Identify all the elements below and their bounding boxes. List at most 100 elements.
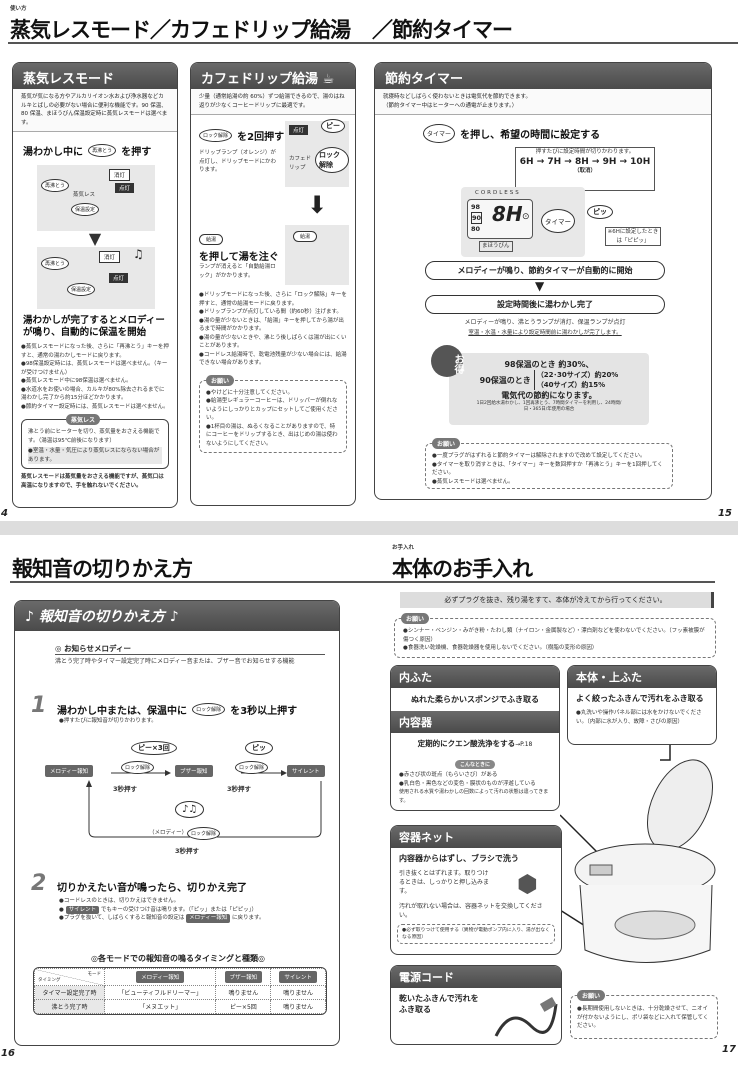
beep-bubble: ピー	[321, 119, 345, 133]
page-ref-link[interactable]: →P.18	[515, 741, 533, 748]
inner-container-text: 定期的にクエン酸洗浄をする→P.18	[417, 739, 533, 748]
table-header-row: モードタイミング メロディー報知ブザー報知サイレント	[34, 968, 326, 986]
lamp-label: 蒸気レス	[73, 192, 96, 198]
reboil-key: 再沸とう	[41, 257, 70, 270]
arrow-down-icon: ⬇	[307, 191, 328, 219]
page-title: 報知音の切りかえ方	[12, 557, 193, 581]
net-desc: 引き抜くとはずれます。取りつけるときは、しっかりと押し込みます。	[399, 870, 490, 895]
cycle-sequence: 6H → 7H → 8H → 9H → 10H	[519, 156, 651, 167]
panel-header: 容器ネット	[391, 826, 561, 848]
onegai-note: シンナー・ベンジン・みがき粉・たわし類（ナイロン・金属製など）・漂白剤などを使わ…	[403, 628, 705, 643]
beep1-bubble: ピッ	[245, 741, 273, 755]
net-text: 内容器からはずし、ブラシで洗う	[399, 854, 519, 863]
onegai-box: お願い ●一度プラグがはずれると節約タイマーは解除されますので改めて設定してくだ…	[425, 438, 673, 489]
title-rule	[370, 581, 715, 583]
timer-key-icon: タイマー	[423, 124, 456, 143]
coffee-cup-icon: ☕	[322, 72, 335, 87]
press-3s-label: 3秒押す	[227, 785, 252, 793]
drip-step1: ロック解除 を2回押す ドリップランプ（オレンジ）が点灯し、ドリップモードにかわ…	[191, 115, 355, 285]
net-note: 必ず取りつけて使用する（異物が電動ポンプ内に入り、湯が出なくなる原因）	[402, 928, 550, 940]
page-title: 本体のお手入れ	[392, 557, 533, 581]
savings-text: 電気代の節約になります。	[501, 391, 597, 400]
onegai-note: 給湯型レギュラーコーヒーは、ドリッパーが倒れないようにしっかりとカップにセットし…	[206, 398, 338, 421]
footnote: ※6Hに設定したときは「ピピッ」	[605, 227, 661, 246]
panel-header: カフェドリップ給湯 ☕	[191, 63, 355, 89]
panel-header: ♪ 報知音の切りかえ方 ♪	[15, 601, 339, 631]
savings-box: 98保温のとき 約30%、 90保温のとき （22･30サイズ）約20%（40サ…	[449, 353, 649, 425]
cord-text: 乾いたふきんで汚れをふき取る	[399, 994, 479, 1014]
reboil-key: 再沸とう	[41, 179, 70, 192]
lamp-on-label: 点灯	[109, 273, 129, 283]
silent-tag: サイレント	[65, 905, 100, 914]
lamp-off-label: 消灯	[99, 251, 121, 263]
cordless-label: CORDLESS	[475, 190, 521, 196]
clock-icon: ⊙	[522, 212, 530, 222]
keep-warm-key: 保温設定	[71, 203, 100, 216]
info-box-title: 蒸気レス	[66, 414, 101, 425]
beep-bubble: ピッ	[587, 205, 613, 219]
panel-lead: 蒸気が気になる方やアルカリイオン水および浄水器などカルキとばしの必要がない場合に…	[13, 89, 177, 132]
mahoubin-label: まほうびん	[479, 241, 513, 252]
flow-step-2: 設定時間後に湯わかし完了	[425, 295, 665, 314]
mode-melody: メロディー報知	[45, 765, 94, 777]
steamless-info-box: 蒸気レス 沸とう前にヒーターを切り、蒸気量をおさえる機能です。（湯温は95℃前後…	[21, 414, 169, 469]
panel-header: 内ふた	[391, 666, 559, 688]
inner-lid-panel: 内ふた ぬれた柔らかいスポンジでふき取る 内容器 定期的にクエン酸洗浄をする→P…	[390, 665, 560, 811]
arrow-down-icon: ▼	[88, 229, 102, 248]
mode-buzzer: ブザー報知	[175, 765, 213, 777]
melody-label: （メロディー）	[149, 830, 188, 836]
notification-sound-panel: ♪ 報知音の切りかえ方 ♪ ◎ お知らせメロディー 沸とう完了時やタイマー設定完…	[14, 600, 340, 1046]
flow-desc: メロディーが鳴り、沸とうランプが消灯、保温ランプが点灯	[464, 319, 626, 326]
arrow-head	[86, 780, 92, 787]
body-lid-text: よく絞ったふきんで汚れをふき取る	[576, 694, 704, 703]
note: ●蒸気レスモードになった後、さらに「再沸とう」キーを押すと、通常の湯わかしモード…	[21, 344, 169, 359]
step2-notes: ●コードレスのときは、切りかえはできません。 ● サイレント でもキーの受けつけ…	[59, 898, 265, 923]
page-title: 蒸気レスモード／カフェドリップ給湯	[10, 18, 351, 42]
panel-header: 本体・上ふた	[568, 666, 716, 688]
lock-release-key: ロック解除	[235, 761, 269, 774]
step-text: を押し、希望の時間に設定する	[460, 130, 601, 141]
lock-release-key: ロック解除	[187, 827, 221, 840]
note: ●コードレス給湯時で、乾電池残量が少ない場合には、給湯できない場合があります。	[199, 351, 347, 367]
lock-release-key-icon: ロック解除	[192, 703, 226, 716]
press-3s-label: 3秒押す	[113, 785, 138, 793]
step-note: 押すたびに報知音が切りかわります。	[63, 718, 157, 724]
timer-display-value: 8H	[492, 202, 523, 226]
steamless-panel: 蒸気レスモード 蒸気が気になる方やアルカリイオン水および浄水器などカルキとばしの…	[12, 62, 178, 508]
reboil-key-icon: 再沸とう	[88, 144, 117, 157]
note: ●湯の量が少ないときや、沸とう後しばらくは湯が出にくいことがあります。	[199, 334, 347, 350]
lock-release-key-icon: ロック解除	[199, 129, 233, 142]
onegai-label: お願い	[432, 438, 461, 449]
note: ●98保温設定時には、蒸気レスモードは選べません。（キーが受けつけません）	[21, 361, 168, 376]
savings-90: 90保温のとき （22･30サイズ）約20%（40サイズ）約15%	[479, 370, 619, 390]
pot-illustration	[560, 745, 716, 963]
lamp-off-label: 消灯	[109, 169, 131, 181]
page-number: 17	[722, 1044, 736, 1055]
page-number: 16	[1, 1048, 15, 1059]
result-text: 湯わかしが完了するとメロディーが鳴り、自動的に保温を開始	[23, 315, 165, 338]
panel-lead: 少量（通常給湯の約 60%）ずつ給湯できるので、湯のはね返りが少なくコーヒードリ…	[191, 89, 355, 115]
onegai-note: 蒸気レスモードは選べません。	[436, 478, 514, 485]
section-kicker: お手入れ	[392, 545, 415, 551]
music-hand-icon: ♪	[169, 609, 179, 625]
drip-lamp-label: カフェドリップ	[289, 156, 312, 171]
title-rule	[10, 581, 370, 583]
panel-diagram-after: 再沸とう 保温設定 消灯 点灯 ♫	[37, 247, 155, 309]
arrow-head	[165, 770, 171, 776]
step-text: を2回押す	[237, 132, 285, 143]
mode-silent: サイレント	[287, 765, 325, 777]
music-note-icon: ♫	[133, 247, 144, 261]
section-kicker: 使い方	[10, 6, 27, 12]
note: ●節約タイマー設定時には、蒸気レスモードは選べません。	[21, 403, 169, 410]
step-text: を押して湯を注ぐ	[199, 252, 279, 263]
onegai-label: お願い	[401, 613, 430, 624]
beep3-bubble: ピー×3回	[131, 741, 177, 755]
dispense-key-icon: 給湯	[199, 234, 224, 245]
note: ●蒸気レスモード中に98保温は選べません。	[21, 378, 132, 384]
table-row: タイマー設定完了時「ビューティフルドリーマー」鳴りません鳴りません	[34, 985, 326, 1000]
page-separator	[0, 521, 738, 535]
panel-header: 蒸気レスモード	[13, 63, 177, 89]
page-number: 15	[718, 508, 732, 519]
page-number: 4	[1, 508, 8, 519]
